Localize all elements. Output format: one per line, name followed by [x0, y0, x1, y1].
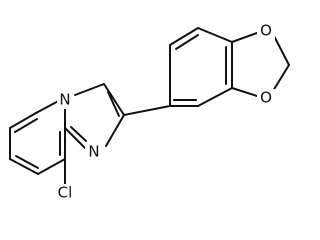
atom-label-o-bottom: O [257, 89, 275, 107]
atom-n-imidazole: N [88, 143, 99, 161]
bond-c6-c5-double [15, 155, 39, 169]
atom-o-bottom: O [260, 89, 272, 107]
bond-n-c8a-double [70, 126, 87, 142]
bond-n1-c3 [74, 83, 105, 96]
bond-ar2-ar3 [169, 27, 199, 46]
atom-label-o-top: O [257, 22, 275, 40]
chemical-structure-diagram: N N O O Cl [9, 22, 290, 202]
bond-ar2-ar3-double [175, 34, 199, 50]
atom-cl: Cl [58, 184, 73, 202]
bond-ch2-o-bottom [272, 64, 290, 92]
bond-c6-c5 [9, 158, 39, 175]
atom-label-n-imidazole: N [85, 143, 103, 161]
bond-ar5-ar6 [197, 87, 233, 107]
imidazole-ring [64, 83, 125, 149]
bond-c8-c7-double [14, 118, 38, 133]
bond-c8-c7 [9, 112, 37, 129]
atom-label-n-bridge: N [57, 91, 73, 109]
pyridine-ring [9, 97, 66, 175]
bond-ar5-o-bottom [231, 87, 258, 97]
bond-c3-c2-double [107, 91, 120, 117]
benzodioxole-ring [169, 27, 290, 107]
bond-c3-c2 [103, 83, 125, 116]
bond-ar3-ar4 [197, 27, 233, 43]
bond-ar4-o-top [231, 32, 258, 43]
atom-o-top: O [260, 22, 272, 40]
bond-o-top-ch2 [273, 35, 290, 66]
bond-imidazole-aryl [123, 105, 171, 116]
atom-n-bridge: N [59, 91, 70, 109]
atom-label-cl: Cl [53, 184, 77, 202]
bond-c5-c4 [37, 158, 66, 175]
bond-c2-n [105, 114, 125, 147]
bond-n-c8a [64, 127, 86, 149]
